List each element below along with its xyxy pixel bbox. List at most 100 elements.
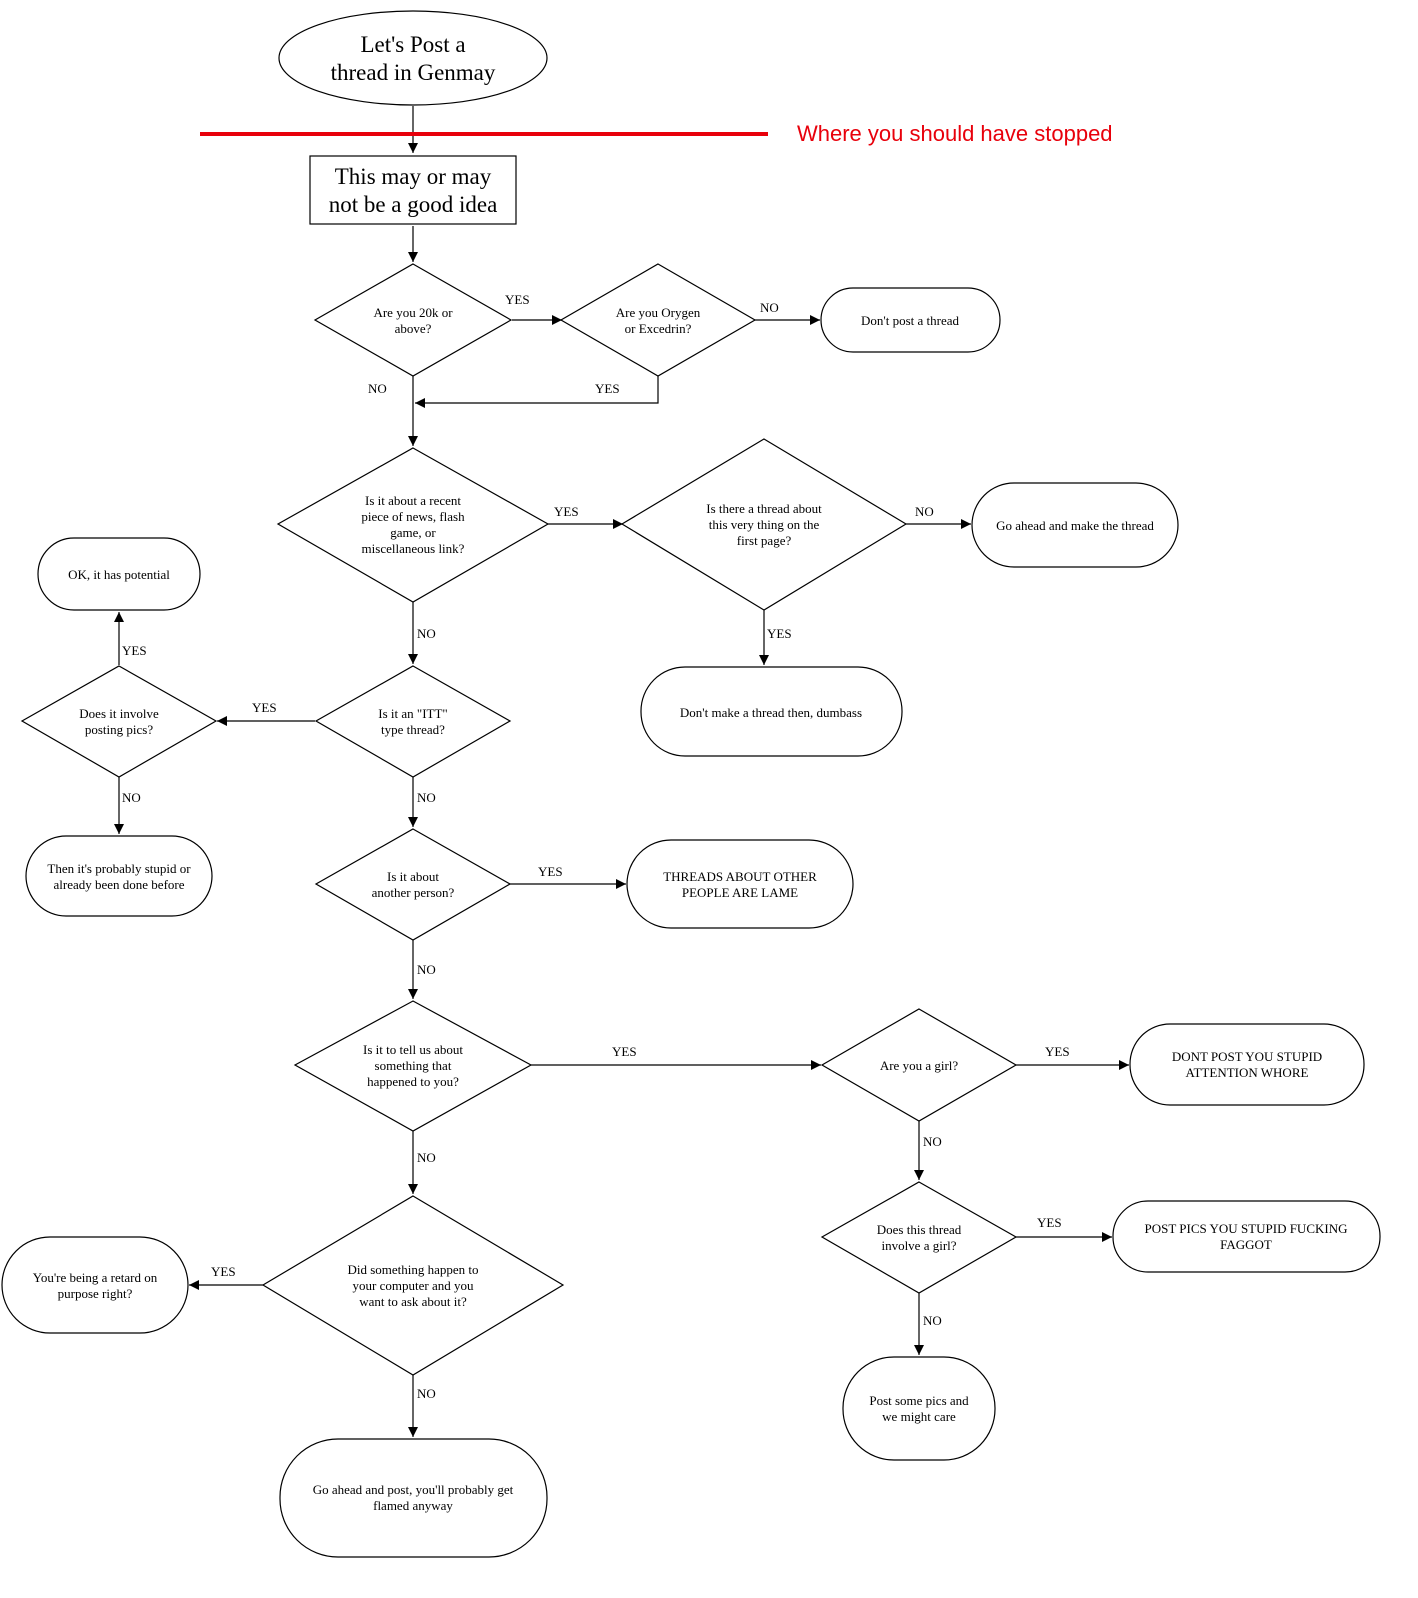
node-line: Did something happen to [347, 1262, 478, 1277]
label-yes-qperson: YES [538, 864, 563, 879]
node-line: POST PICS YOU STUPID FUCKING [1145, 1221, 1348, 1236]
node-line: PEOPLE ARE LAME [682, 885, 798, 900]
label-yes-qfirstpage: YES [767, 626, 792, 641]
node-line: DONT POST YOU STUPID [1172, 1049, 1322, 1064]
decision-qitt: Is it an "ITT"type thread? [314, 665, 512, 778]
node-line: want to ask about it? [359, 1294, 467, 1309]
terminal-dumbass: Don't make a thread then, dumbass [640, 666, 903, 757]
label-no-qfirstpage: NO [915, 504, 934, 519]
label-yes-qinvolvegirl: YES [1037, 1215, 1062, 1230]
node-line: your computer and you [353, 1278, 474, 1293]
label-no-qperson: NO [417, 962, 436, 977]
node-line: Is it about a recent [365, 493, 461, 508]
node-line: miscellaneous link? [362, 541, 465, 556]
node-line: Post some pics and [869, 1393, 969, 1408]
node-line: Are you a girl? [880, 1058, 959, 1073]
node-line: or Excedrin? [625, 321, 692, 336]
node-line: OK, it has potential [68, 567, 170, 582]
node-line: flamed anyway [373, 1498, 453, 1513]
node-line: piece of news, flash [361, 509, 465, 524]
node-line: game, or [390, 525, 436, 540]
label-no-qgirl: NO [923, 1134, 942, 1149]
node-line: FAGGOT [1220, 1237, 1272, 1252]
label-no-qitt: NO [417, 790, 436, 805]
node-line: Does this thread [877, 1222, 962, 1237]
edge-qorygen-yes-back [415, 376, 659, 408]
node-line: Go ahead and post, you'll probably get [313, 1482, 514, 1497]
node-line: another person? [372, 885, 455, 900]
label-yes-qitt: YES [252, 700, 277, 715]
node-line: we might care [882, 1409, 956, 1424]
node-line: happened to you? [367, 1074, 459, 1089]
node-line: You're being a retard on [33, 1270, 158, 1285]
terminal-dont-post-text: Don't post a thread [861, 313, 960, 328]
label-no-qhappened: NO [417, 1150, 436, 1165]
node-line: Are you Orygen [616, 305, 701, 320]
decision-qgirl: Are you a girl? [820, 1008, 1018, 1122]
label-no-qinvolvegirl: NO [923, 1313, 942, 1328]
label-yes-qorygen: YES [595, 381, 620, 396]
label-yes-qpics: YES [122, 643, 147, 658]
node-line: Is it an "ITT" [378, 706, 447, 721]
node-line: first page? [737, 533, 792, 548]
node-line: type thread? [381, 722, 445, 737]
node-line: Is it about [387, 869, 439, 884]
node-line: Don't make a thread then, dumbass [680, 705, 862, 720]
terminal-potential-text: OK, it has potential [68, 567, 170, 582]
node-line: purpose right? [58, 1286, 133, 1301]
edge-labels: YES NO YES NO YES NO YES NO YES YES NO N… [122, 292, 1070, 1401]
node-line: this very thing on the [709, 517, 820, 532]
node-line: Is it to tell us about [363, 1042, 463, 1057]
node-line: something that [375, 1058, 452, 1073]
label-yes-qcomputer: YES [211, 1264, 236, 1279]
stop-annotation: Where you should have stopped [797, 121, 1113, 146]
node-line: Are you 20k or [373, 305, 453, 320]
node-line: not be a good idea [329, 192, 498, 217]
node-line: involve a girl? [881, 1238, 956, 1253]
decision-qitt-text: Is it an "ITT"type thread? [378, 706, 447, 737]
label-no-qpics: NO [122, 790, 141, 805]
node-line: Does it involve [79, 706, 159, 721]
terminal-dumbass-text: Don't make a thread then, dumbass [680, 705, 862, 720]
node-line: thread in Genmay [331, 60, 496, 85]
terminal-go-ahead: Go ahead and make the thread [971, 482, 1179, 568]
node-line: Don't post a thread [861, 313, 960, 328]
label-no-q20k: NO [368, 381, 387, 396]
terminal-dont-post: Don't post a thread [820, 287, 1001, 353]
node-line: THREADS ABOUT OTHER [663, 869, 817, 884]
label-no-qorygen: NO [760, 300, 779, 315]
edges [114, 106, 1129, 1437]
label-no-qnews: NO [417, 626, 436, 641]
node-line: Go ahead and make the thread [996, 518, 1154, 533]
label-yes-qnews: YES [554, 504, 579, 519]
terminal-go-ahead-text: Go ahead and make the thread [996, 518, 1154, 533]
